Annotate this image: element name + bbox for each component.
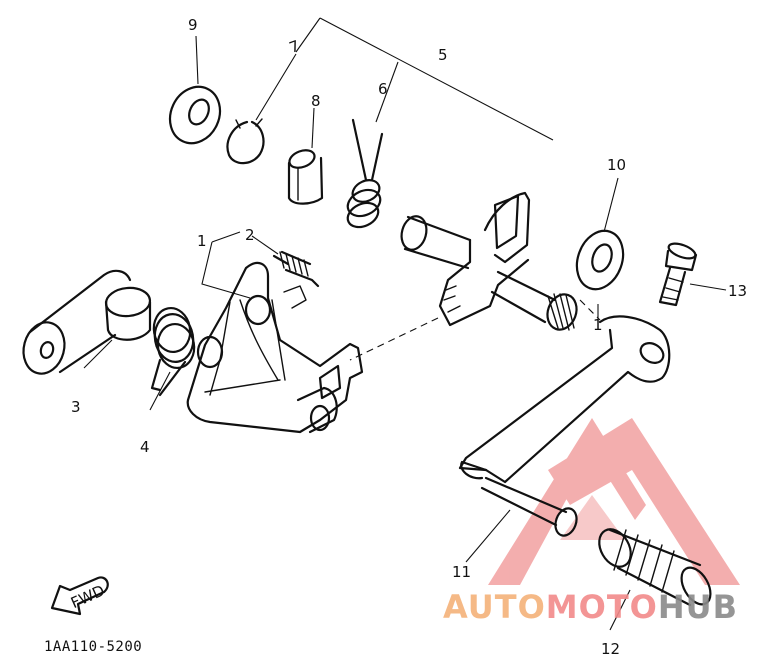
callout-12: 12 <box>601 640 620 658</box>
shift-pedal-11 <box>458 315 671 537</box>
bolt-13 <box>658 242 698 307</box>
rubber-12 <box>598 528 712 607</box>
part-number: 1AA110-5200 <box>44 639 142 655</box>
oil-seal-10 <box>575 229 625 291</box>
callout-10: 10 <box>607 156 626 174</box>
shift-arm-assembly-1 <box>186 261 364 434</box>
callout-1: 1 <box>197 232 207 250</box>
circlip-7 <box>226 118 265 165</box>
watermark-text: AUTOMOTOHUB <box>443 588 738 626</box>
callout-11: 11 <box>452 563 471 581</box>
arm-3 <box>22 269 152 375</box>
callout-8: 8 <box>311 92 321 110</box>
callout-9: 9 <box>188 16 198 34</box>
collar-8 <box>287 149 324 205</box>
washer-9 <box>168 85 222 145</box>
watermark-hub: HUB <box>658 588 738 626</box>
spring-6 <box>346 118 384 229</box>
callout-5: 5 <box>438 46 448 64</box>
svg-text:AUTOMOTOHUB: AUTOMOTOHUB <box>443 588 738 626</box>
fwd-label: FWD <box>68 581 107 612</box>
callout-13: 13 <box>728 282 747 300</box>
watermark-auto: AUTO <box>443 588 546 626</box>
callout-6: 6 <box>378 80 388 98</box>
callout-1-shaft: 1 <box>593 316 603 334</box>
callout-labels: 9 7 5 6 8 10 13 1 2 1 3 4 11 12 <box>71 16 747 658</box>
spring-4 <box>150 307 196 397</box>
callout-2: 2 <box>245 226 255 244</box>
fwd-arrow-icon: FWD <box>50 576 109 616</box>
callout-4: 4 <box>140 438 150 456</box>
leader-lines <box>83 17 727 631</box>
watermark-moto: MOTO <box>546 588 658 626</box>
watermark-logo-mark <box>488 418 740 585</box>
callout-3: 3 <box>71 398 81 416</box>
shift-shaft-5 <box>400 191 578 331</box>
spring-2 <box>272 250 320 288</box>
